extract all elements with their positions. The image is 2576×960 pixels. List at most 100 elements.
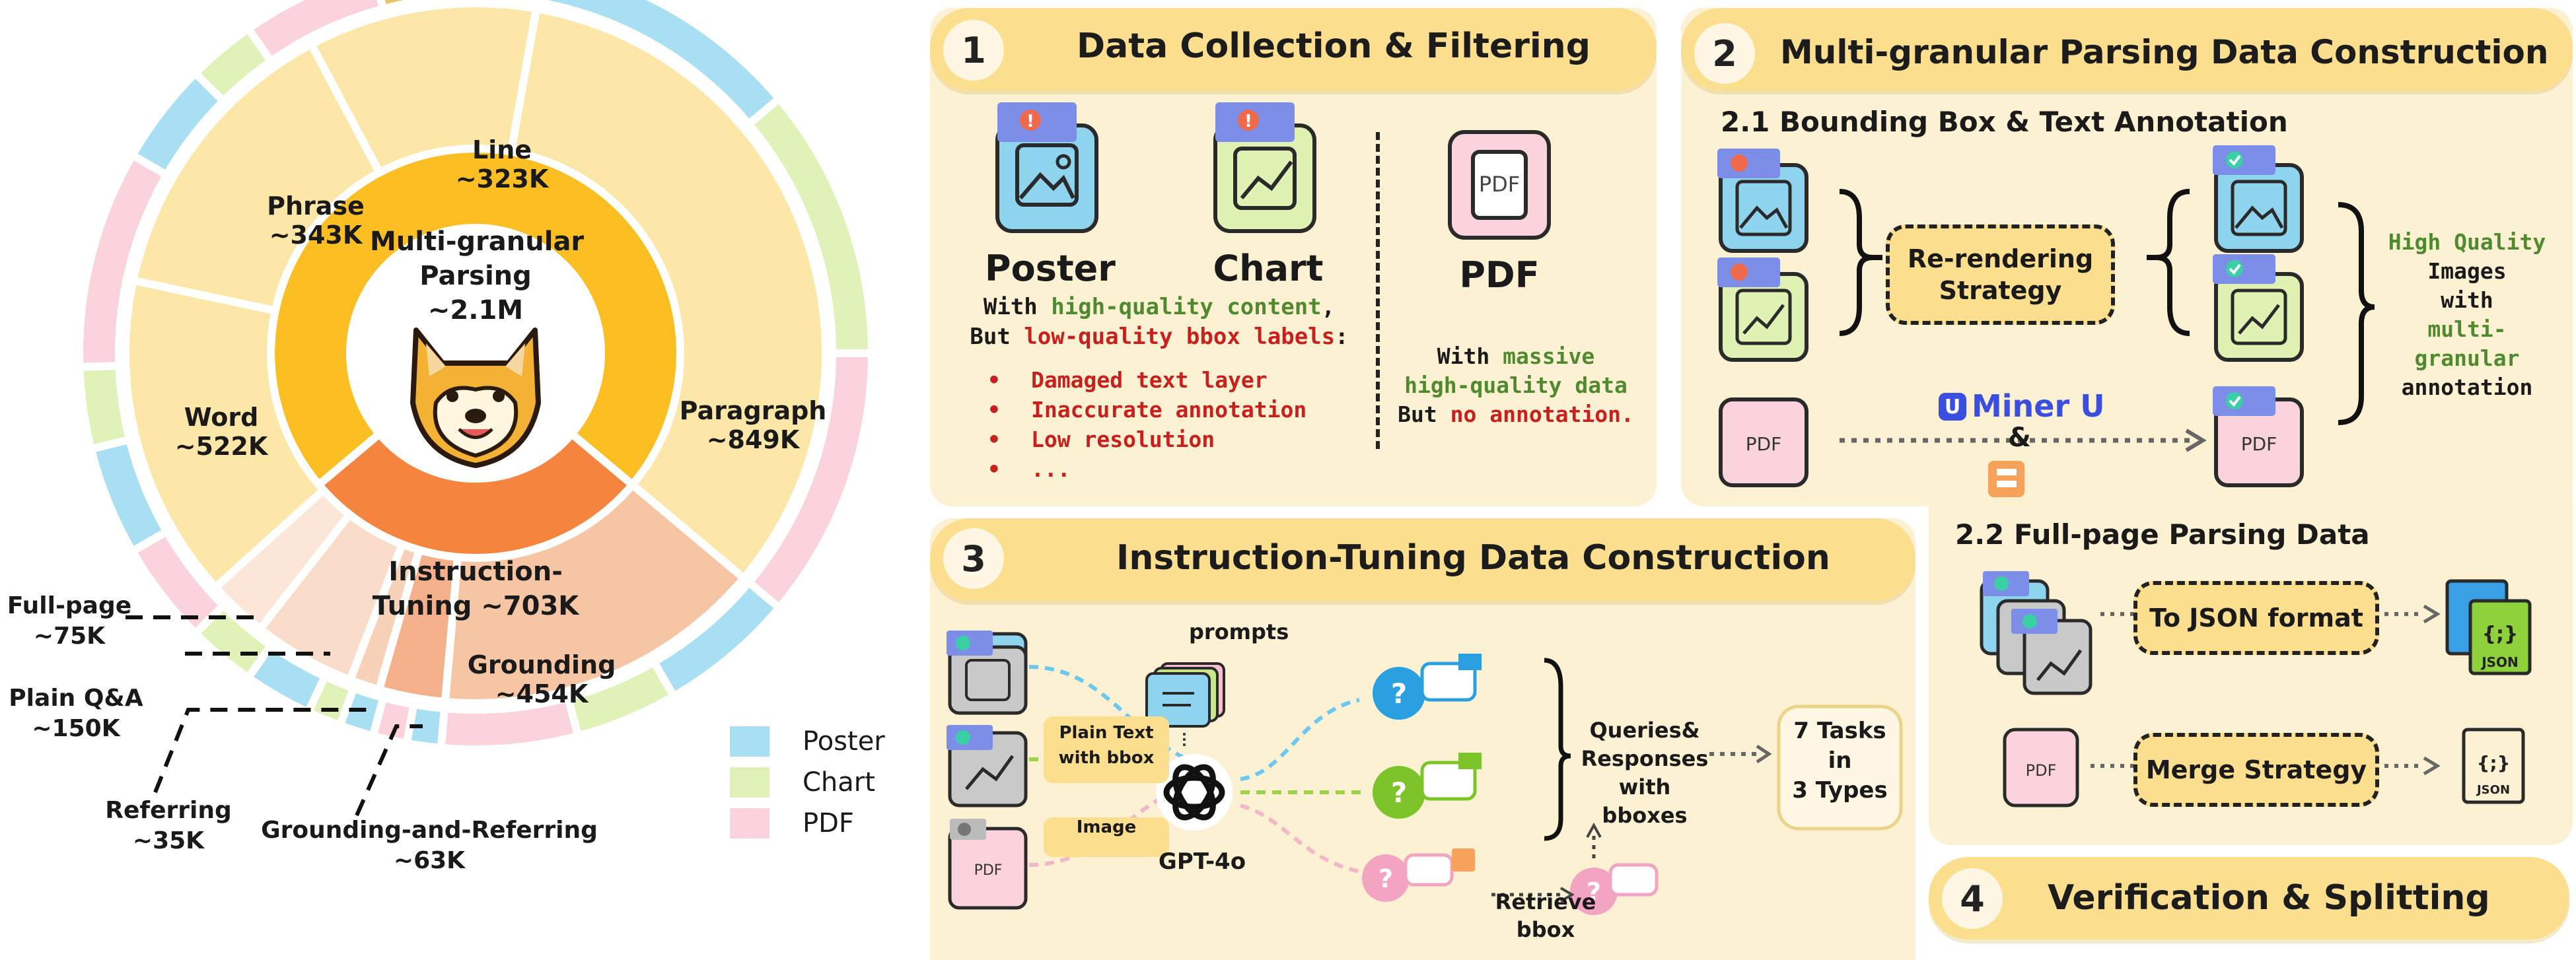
segment-phrase-label: Phrase~343K — [267, 191, 365, 250]
panel4-title-bar — [1929, 857, 2569, 940]
callout-grounding-referring-label: Grounding-and-Referring~63K — [261, 817, 598, 874]
legend: Poster Chart PDF — [730, 721, 885, 844]
ampersand-label: & — [2008, 423, 2031, 453]
svg-text:U: U — [1945, 395, 1960, 419]
segment-paragraph-label: Paragraph~849K — [679, 396, 827, 454]
instruction-diagram: PDF ? ? ? ? — [947, 631, 1903, 915]
arc-phrase — [128, 38, 385, 316]
bbox-annotation-diagram: PDF PDF U — [1717, 145, 2375, 497]
instr-input-chart-icon — [947, 725, 1028, 807]
segment-grounding-label: Grounding~454K — [467, 650, 616, 708]
doge-mascot-icon — [410, 327, 541, 468]
center-multigranular-label: Multi-granular Parsing ~2.1M — [370, 226, 585, 326]
pdf-label: PDF — [1459, 254, 1540, 296]
instr-input-pdf-icon: PDF — [948, 819, 1028, 910]
input-pdf-icon: PDF — [1719, 397, 1808, 487]
panel-data-collection — [930, 8, 1657, 506]
panel4-number: 4 — [1942, 868, 2003, 929]
pdf-icon: PDF — [1448, 130, 1551, 240]
output-chart-icon — [2213, 254, 2304, 362]
pymupdf-logo-icon — [1988, 461, 2024, 497]
to-json-format-box: To JSON format — [2133, 581, 2379, 655]
plain-text-bbox-tag: Plain Text with bbox — [1044, 716, 1169, 783]
panel2-title-bar — [1681, 8, 2573, 90]
bullet-item: •... — [987, 456, 1071, 482]
arc-grounding — [441, 479, 750, 707]
instr-input-poster-icon — [947, 631, 1028, 715]
right-desc: With massive high-quality data But no an… — [1398, 343, 1634, 427]
panel4-title: Verification & Splitting — [2048, 878, 2490, 918]
callout-referring-label: Referring~35K — [105, 797, 232, 854]
image-tag: Image — [1044, 817, 1169, 857]
json-output-icons: {;} JSON — [2445, 579, 2532, 675]
svg-text:!: ! — [1244, 112, 1252, 131]
callout-lines — [125, 615, 423, 817]
arc-paragraph — [506, 4, 830, 584]
panel1-divider — [1376, 132, 1380, 449]
panel2-number: 2 — [1694, 23, 1755, 84]
bullet-item: •Damaged text layer — [987, 367, 1268, 393]
outer-arc-14 — [75, 361, 135, 454]
tasks-label: 7 Tasks in 3 Types — [1792, 718, 1888, 804]
qa-bubble-blue-icon: ? — [1373, 654, 1482, 720]
merge-strategy-box: Merge Strategy — [2133, 733, 2379, 807]
prompts-label: prompts — [1189, 619, 1289, 644]
left-desc-line1: With high-quality content, — [983, 294, 1336, 320]
panel1-number: 1 — [943, 20, 1004, 81]
bullet-item: •Inaccurate annotation — [987, 397, 1307, 423]
panel3-title: Instruction-Tuning Data Construction — [1116, 538, 1830, 578]
pdf-doc-icon: PDF — [2003, 728, 2079, 807]
svg-text:PDF: PDF — [974, 862, 1003, 879]
segment-word-label: Word~522K — [174, 403, 268, 461]
queries-responses-label: Queries& Responses with bboxes — [1581, 718, 1709, 828]
svg-text:JSON: JSON — [2476, 783, 2510, 797]
svg-text:{;}: {;} — [2482, 623, 2519, 646]
stacked-image-icons — [1980, 571, 2093, 695]
instruction-tuning-label: Instruction- Tuning ~703K — [372, 557, 579, 621]
outer-arc-20 — [409, 0, 480, 7]
qa-bubble-pink2-icon: ? — [1570, 863, 1659, 915]
svg-text:PDF: PDF — [1746, 433, 1782, 455]
subsection-fullpage-parsing: 2.2 Full-page Parsing Data — [1955, 518, 2370, 551]
panel2-title: Multi-granular Parsing Data Construction — [1780, 33, 2549, 71]
tasks-box — [1777, 704, 1903, 831]
mineru-logo-icon: U — [1939, 393, 1966, 421]
svg-text:?: ? — [1391, 776, 1407, 809]
chart-label: Chart — [1213, 248, 1324, 289]
rerendering-strategy-box: Re-rendering Strategy — [1886, 224, 2115, 325]
svg-text:?: ? — [1587, 877, 1601, 907]
outer-arc-18 — [242, 0, 388, 67]
panel3-number: 3 — [943, 528, 1004, 589]
gpt4o-label: GPT-4o — [1158, 848, 1246, 875]
output-pdf-icon: PDF — [2213, 386, 2304, 487]
qa-bubble-pink-icon: ? — [1362, 848, 1475, 902]
openai-logo-icon — [1156, 754, 1233, 831]
fullpage-diagram: {;} JSON PDF {;} JSON — [1980, 571, 2532, 807]
bullet-item: •Low resolution — [987, 427, 1215, 452]
segment-line-label: Line~323K — [455, 135, 549, 193]
panel1-title-bar — [930, 8, 1657, 90]
panel1-title: Data Collection & Filtering — [1077, 26, 1591, 66]
poster-label: Poster — [985, 248, 1116, 289]
svg-text:PDF: PDF — [1479, 172, 1520, 197]
input-chart-icon — [1717, 257, 1808, 362]
prompts-icon — [1145, 662, 1225, 728]
chart-icon: ! — [1213, 102, 1316, 233]
input-poster-icon — [1717, 149, 1808, 253]
legend-item-pdf: PDF — [730, 803, 885, 844]
svg-text:?: ? — [1391, 677, 1407, 710]
issue-bullets: •Damaged text layer •Inaccurate annotati… — [987, 365, 1306, 484]
svg-text:PDF: PDF — [2241, 433, 2277, 455]
legend-item-chart: Chart — [730, 762, 885, 803]
svg-text:!: ! — [1026, 112, 1034, 131]
json-merged-icon: {;} JSON — [2462, 728, 2525, 804]
qa-bubble-green-icon: ? — [1373, 753, 1482, 819]
high-quality-label: High Quality Images with multi- granular… — [2388, 229, 2546, 400]
svg-text:?: ? — [1378, 864, 1393, 893]
svg-text:PDF: PDF — [2026, 761, 2057, 780]
subsection-bbox-annotation: 2.1 Bounding Box & Text Annotation — [1721, 106, 2288, 138]
svg-text:JSON: JSON — [2480, 654, 2519, 670]
retrieve-bbox-label: Retrieve bbox — [1495, 889, 1596, 942]
legend-item-poster: Poster — [730, 721, 885, 762]
svg-text:{;}: {;} — [2476, 752, 2510, 774]
